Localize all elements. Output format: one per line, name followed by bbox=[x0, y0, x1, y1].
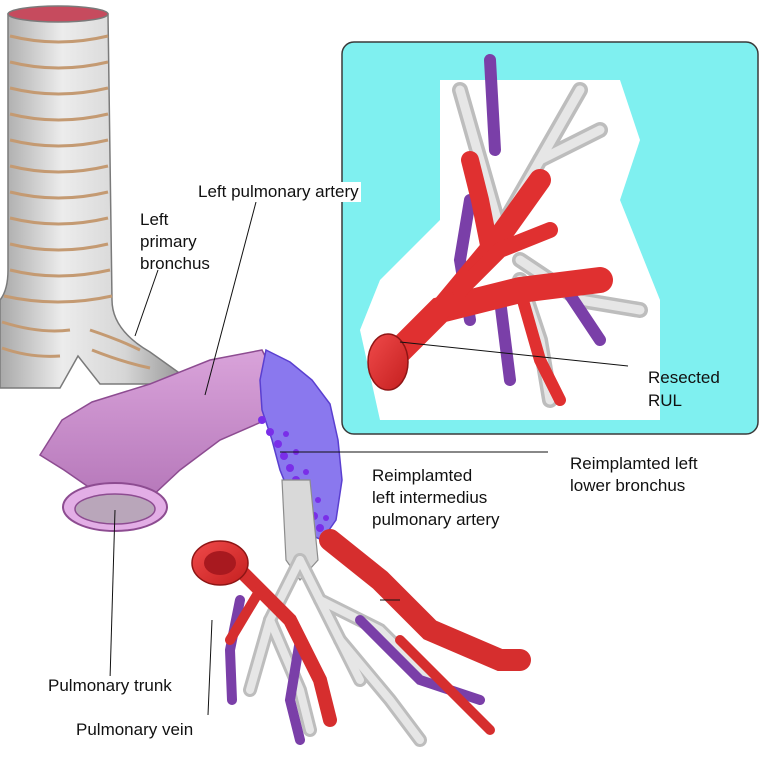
trachea-cartilage-rings bbox=[1, 34, 151, 370]
label-left-primary-bronchus-line1: Left bbox=[140, 210, 169, 229]
lower-bronchial-tree bbox=[243, 479, 437, 747]
label-left-primary-bronchus-line3: bronchus bbox=[140, 254, 210, 273]
label-pulmonary-trunk: Pulmonary trunk bbox=[46, 676, 174, 696]
label-reimplanted-artery-line2: left intermedius bbox=[372, 488, 488, 507]
label-reimplanted-artery-line1: Reimplamted bbox=[372, 466, 473, 485]
label-reimplanted-lower-bronchus-line1: Reimplamted left bbox=[570, 454, 698, 473]
trachea bbox=[0, 5, 180, 389]
label-left-pulmonary-artery: Left pulmonary artery bbox=[196, 182, 361, 202]
label-left-primary-bronchus-line2: primary bbox=[140, 232, 197, 251]
pulmonary-trunk-vessel bbox=[38, 349, 273, 532]
inset-panel bbox=[341, 41, 759, 435]
label-resected-rul-line2: RUL bbox=[648, 391, 683, 410]
label-resected-rul-line1: Resected bbox=[648, 368, 720, 387]
lower-pulmonary-arteries bbox=[191, 529, 531, 735]
label-reimplanted-lower-bronchus-line2: lower bronchus bbox=[570, 476, 686, 495]
resected-rul-arteries bbox=[367, 151, 613, 406]
leader-lines bbox=[109, 201, 629, 716]
label-pulmonary-vein: Pulmonary vein bbox=[74, 720, 196, 740]
label-reimplanted-artery-line3: pulmonary artery bbox=[372, 510, 500, 529]
